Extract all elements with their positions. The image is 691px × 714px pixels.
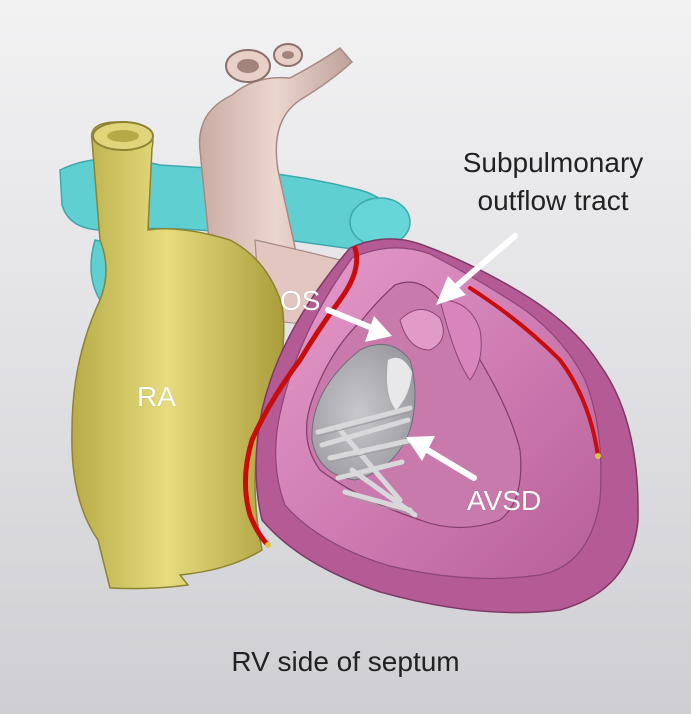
- figure-caption: RV side of septum: [231, 646, 460, 677]
- right-ventricle: [255, 238, 639, 614]
- subpulmonary-outflow-label: Subpulmonary outflow tract: [428, 144, 678, 220]
- subpulmonary-arrow: [436, 233, 518, 305]
- subpulmonary-line2: outflow tract: [477, 185, 629, 216]
- ra-label: RA: [137, 381, 176, 412]
- subpulmonary-line1: Subpulmonary: [462, 147, 644, 178]
- valve-apparatus: [315, 405, 418, 518]
- annotation-arrows: [325, 233, 518, 481]
- conduction-line: [242, 245, 601, 548]
- avsd-label: AVSD: [467, 485, 542, 516]
- os-label: OS: [280, 285, 321, 316]
- avsd-arrow: [406, 436, 477, 481]
- right-atrium: [71, 121, 285, 590]
- os-arrow: [325, 307, 392, 342]
